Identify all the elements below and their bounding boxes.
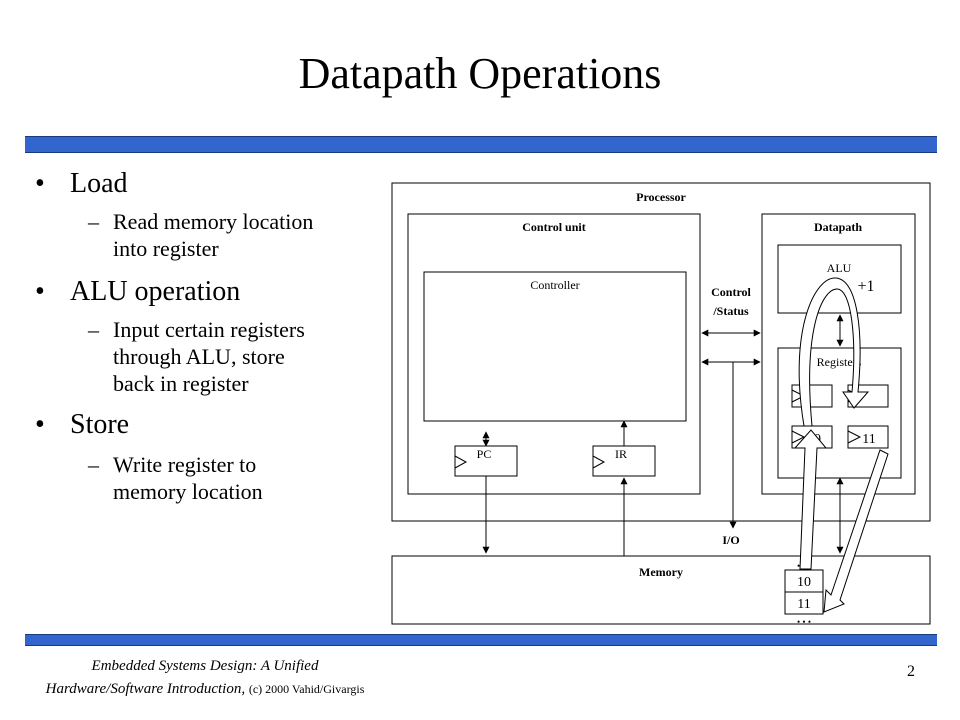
processor-label: Processor bbox=[636, 190, 686, 204]
sub-bullet-line: back in register bbox=[113, 371, 249, 396]
footer-line-1: Embedded Systems Design: A Unified bbox=[91, 658, 319, 674]
sub-bullet-line: Input certain registers bbox=[113, 317, 305, 342]
alu-loop-block-arrow bbox=[798, 277, 870, 427]
datapath-label: Datapath bbox=[814, 220, 862, 234]
sub-bullet-dash: – bbox=[88, 317, 99, 342]
register-value-right: 11 bbox=[862, 432, 875, 447]
memory-value-2: 11 bbox=[797, 597, 810, 612]
bullet-label: ALU operation bbox=[70, 276, 241, 307]
registers-label: Registers bbox=[817, 355, 862, 369]
clock-triangle-icon bbox=[791, 430, 806, 444]
bullet-alu-operation: • ALU operation bbox=[35, 276, 241, 308]
footer-citation: Embedded Systems Design: A Unified Hardw… bbox=[0, 655, 410, 701]
sub-bullet-line: Read memory location bbox=[113, 209, 314, 234]
register-cell-right bbox=[847, 425, 889, 449]
memory-cell-11 bbox=[784, 591, 824, 615]
io-label: I/O bbox=[722, 533, 739, 547]
clock-triangle-icon bbox=[847, 430, 862, 444]
pc-label: PC bbox=[477, 447, 492, 461]
memory-value-1: 10 bbox=[797, 575, 811, 590]
page-number: 2 bbox=[907, 663, 915, 680]
clock-triangle-icon bbox=[592, 455, 606, 469]
bullet-label: Load bbox=[70, 168, 128, 199]
controller-box bbox=[423, 271, 687, 422]
bullet-load: • Load bbox=[35, 168, 128, 200]
sub-bullet-alu: – Input certain registers through ALU, s… bbox=[88, 316, 305, 397]
sub-bullet-store: – Write register to memory location bbox=[88, 451, 263, 505]
slide-title: Datapath Operations bbox=[298, 49, 662, 98]
plus-one-label: +1 bbox=[857, 278, 874, 295]
alu-label: ALU bbox=[827, 261, 852, 275]
sub-bullet-line: Write register to bbox=[113, 452, 257, 477]
bullet-dot: • bbox=[35, 168, 45, 199]
memory-label: Memory bbox=[639, 565, 683, 579]
status-label: /Status bbox=[712, 304, 749, 318]
footer-copyright: (c) 2000 Vahid/Givargis bbox=[248, 682, 365, 696]
store-block-arrow bbox=[823, 449, 889, 613]
ir-label: IR bbox=[615, 447, 627, 461]
memory-ellipsis-bottom: • • • bbox=[797, 617, 811, 627]
control-label: Control bbox=[711, 285, 751, 299]
load-block-arrow bbox=[793, 429, 828, 570]
sub-bullet-line: memory location bbox=[113, 479, 263, 504]
sub-bullet-dash: – bbox=[88, 209, 99, 234]
control-unit-label: Control unit bbox=[522, 220, 585, 234]
bullet-label: Store bbox=[70, 409, 130, 440]
title-divider-bar bbox=[25, 136, 937, 153]
footer-divider-bar bbox=[25, 634, 937, 646]
pc-register bbox=[454, 445, 518, 477]
bullet-store: • Store bbox=[35, 409, 130, 441]
footer-line-2: Hardware/Software Introduction, bbox=[45, 681, 246, 697]
bullet-dot: • bbox=[35, 409, 45, 440]
sub-bullet-line: through ALU, store bbox=[113, 344, 285, 369]
sub-bullet-load: – Read memory location into register bbox=[88, 208, 314, 262]
sub-bullet-dash: – bbox=[88, 452, 99, 477]
ir-register bbox=[592, 445, 656, 477]
bullet-dot: • bbox=[35, 276, 45, 307]
register-cell bbox=[791, 384, 833, 408]
clock-triangle-icon bbox=[454, 455, 468, 469]
controller-label: Controller bbox=[530, 278, 579, 292]
sub-bullet-line: into register bbox=[113, 236, 219, 261]
